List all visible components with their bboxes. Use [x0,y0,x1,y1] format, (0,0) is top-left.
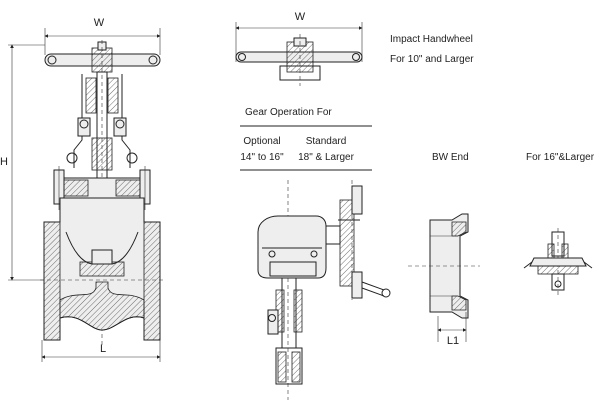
gear-option-optional-size: 14" to 16" [240,152,284,163]
dimension-label-h: H [0,156,8,168]
dimension-l-main: L [41,340,161,362]
bw-end-title: BW End [432,152,469,163]
gear-option-standard-size: 18" & Larger [298,152,354,163]
gear-option-standard-label: Standard [306,136,347,147]
impact-handwheel-view: W Impact Handwheel For 10" and Larger [235,11,474,86]
gear-operation-title: Gear Operation For [245,107,332,118]
dimension-w-main: W [44,17,161,55]
impact-handwheel-title: Impact Handwheel [390,34,473,45]
large-size-detail: For 16"&Larger [523,152,595,296]
yoke [66,74,138,171]
gearbox [257,180,391,400]
large-size-title: For 16"&Larger [526,152,595,163]
gear-valve-stem [267,277,303,385]
dimension-label-l1: L1 [447,335,459,347]
dimension-label-l: L [100,343,106,355]
impact-handwheel-note: For 10" and Larger [390,54,474,65]
bw-end-view: BW End L1 [408,152,480,347]
valve-body [40,197,165,341]
gear-option-optional-label: Optional [243,136,280,147]
dimension-label-w: W [94,17,105,29]
gear-operation-view: Gear Operation For Optional 14" to 16" S… [240,107,391,400]
bonnet-flange [53,166,151,210]
main-valve-elevation: W H L [0,17,165,362]
dimension-label-w-impact: W [295,11,306,23]
dimension-l1: L1 [437,312,467,347]
handwheel [44,41,161,73]
